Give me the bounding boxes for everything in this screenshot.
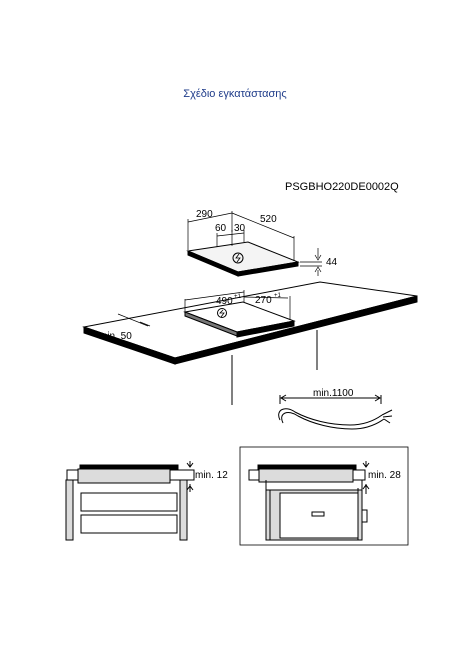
dim-490-label: 490: [216, 296, 233, 307]
cutout-dimension-lines: [117, 290, 291, 327]
dim-30-label: 30: [234, 223, 246, 234]
dim-min1100-label: min.1100: [313, 388, 354, 399]
dim-290-label: 290: [196, 209, 213, 220]
section-right: [248, 461, 370, 541]
section-right-frame: [239, 446, 409, 546]
dim-44-label: 44: [326, 257, 338, 268]
hob-isometric: [186, 241, 300, 277]
dim-520-label: 520: [260, 214, 277, 225]
dim-min50-label: min. 50: [99, 331, 132, 342]
worktop-cutout: [183, 301, 296, 338]
dim-270-tolerance: +1: [274, 293, 282, 299]
section-left: [65, 461, 195, 541]
dim-min12-label: min. 12: [195, 470, 228, 481]
dim-min28-label: min. 28: [368, 470, 401, 481]
dim-490-tolerance: +1: [234, 294, 242, 300]
dim-60-label: 60: [215, 223, 227, 234]
power-cable: [278, 394, 393, 430]
hob-dimension-lines: [187, 211, 322, 276]
worktop: [82, 281, 418, 405]
drawing-code: PSGBHO220DE0002Q: [285, 181, 399, 193]
page-heading: Σχέδιο εγκατάστασης: [183, 88, 287, 100]
dim-270-label: 270: [255, 295, 272, 306]
